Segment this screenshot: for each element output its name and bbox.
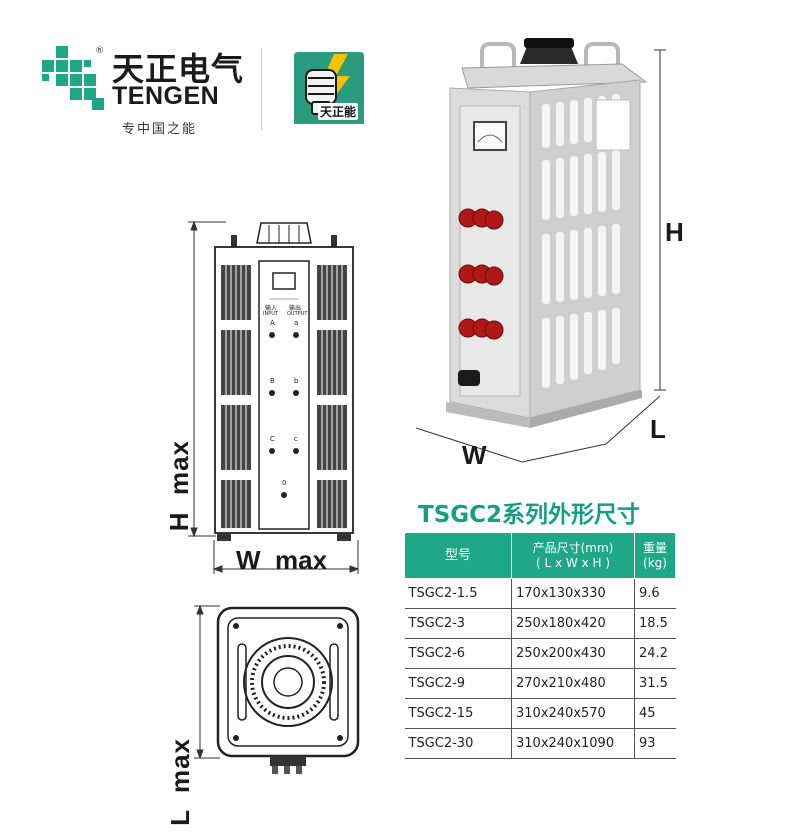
cell-model: TSGC2-9 — [404, 668, 512, 699]
cell-model: TSGC2-30 — [404, 728, 512, 759]
height-max-label-wrap: H max — [164, 440, 194, 550]
meter-input-label-cn: 输入 — [265, 305, 278, 312]
meter-output-label-en: OUTPUT — [287, 311, 308, 317]
terminal-letter: B — [270, 377, 275, 385]
header-size-text: 产品尺寸(mm) — [532, 540, 614, 555]
table-title: TSGC2系列外形尺寸 — [418, 502, 641, 528]
header-weight-text: 重量 — [642, 540, 667, 555]
regulator-product-illustration — [415, 38, 666, 463]
dimension-w-label: W — [462, 440, 487, 470]
table-row: TSGC2-15 310x240x570 45 — [404, 698, 676, 729]
height-max-label: H max — [164, 440, 194, 532]
cell-weight: 93 — [634, 728, 676, 759]
header-weight: 重量 (kg) — [634, 532, 676, 579]
brand-slogan: 专中国之能 — [122, 122, 198, 137]
header-size: 产品尺寸(mm) ( L x W x H ) — [511, 532, 635, 579]
header-model: 型号 — [404, 532, 512, 579]
terminal-letter: b — [294, 377, 299, 385]
cell-weight: 31.5 — [634, 668, 676, 699]
length-max-label-wrap: L max — [165, 738, 195, 838]
terminal-letter: a — [294, 319, 299, 327]
cell-weight: 45 — [634, 698, 676, 729]
cell-size: 310x240x1090 — [511, 728, 635, 759]
table-row: TSGC2-6 250x200x430 24.2 — [404, 638, 676, 669]
terminal-letter: c — [294, 435, 298, 443]
table-row: TSGC2-9 270x210x480 31.5 — [404, 668, 676, 699]
cell-size: 250x180x420 — [511, 608, 635, 639]
cell-size: 270x210x480 — [511, 668, 635, 699]
dimension-spec-table: 型号 产品尺寸(mm) ( L x W x H ) 重量 (kg) TSGC2-… — [404, 532, 676, 759]
cell-model: TSGC2-6 — [404, 638, 512, 669]
meter-input-label-en: INPUT — [263, 311, 278, 317]
cell-size: 170x130x330 — [511, 578, 635, 609]
header-weight-sub: (kg) — [643, 555, 667, 570]
table-header-row: 型号 产品尺寸(mm) ( L x W x H ) 重量 (kg) — [404, 532, 676, 579]
length-max-label: L max — [165, 738, 195, 826]
cell-weight: 18.5 — [634, 608, 676, 639]
top-view-drawing — [194, 604, 360, 774]
front-view-drawing — [214, 222, 354, 541]
header-size-sub: ( L x W x H ) — [535, 555, 611, 570]
header-model-text: 型号 — [444, 548, 471, 563]
badge-text: 天正能 — [318, 103, 359, 120]
dimension-h-label: H — [665, 217, 684, 247]
cell-model: TSGC2-1.5 — [404, 578, 512, 609]
brand-name-cn: 天正电气 — [112, 50, 245, 88]
logo-divider — [261, 48, 262, 130]
width-max-label: W max — [236, 545, 328, 575]
terminal-letter: 0 — [282, 479, 287, 487]
cell-size: 310x240x570 — [511, 698, 635, 729]
cell-weight: 24.2 — [634, 638, 676, 669]
table-row: TSGC2-3 250x180x420 18.5 — [404, 608, 676, 639]
registered-mark: ® — [95, 46, 104, 56]
table-row: TSGC2-30 310x240x1090 93 — [404, 728, 676, 759]
meter-output-label-cn: 输出 — [289, 305, 302, 312]
cell-size: 250x200x430 — [511, 638, 635, 669]
table-row: TSGC2-1.5 170x130x330 9.6 — [404, 578, 676, 609]
tengen-logo-icon — [42, 46, 104, 110]
terminal-letter: A — [270, 319, 275, 327]
cell-weight: 9.6 — [634, 578, 676, 609]
terminal-letter: C — [270, 435, 275, 443]
cell-model: TSGC2-15 — [404, 698, 512, 729]
cell-model: TSGC2-3 — [404, 608, 512, 639]
front-view-dimension-lines — [188, 220, 360, 574]
brand-name-en: TENGEN — [112, 82, 220, 110]
dimension-l-label: L — [650, 414, 666, 444]
